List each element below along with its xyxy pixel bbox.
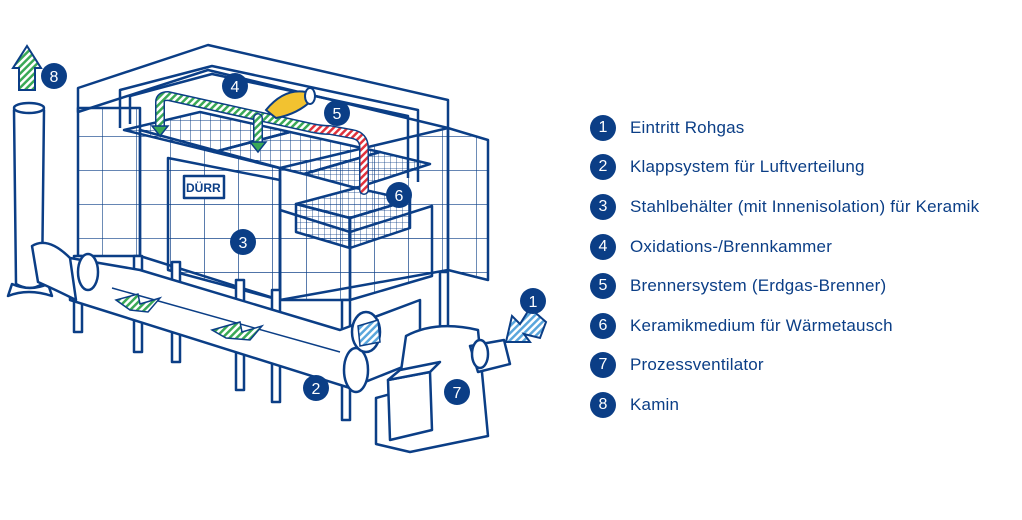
arrow-in-icon [504,306,548,343]
legend-label: Keramikmedium für Wärmetausch [630,315,893,335]
legend-label: Brennersystem (Erdgas-Brenner) [630,276,887,296]
svg-text:8: 8 [50,69,59,86]
badge-6: 6 [386,182,412,208]
badge-3: 3 [230,229,256,255]
oxidation-chamber [118,64,420,182]
legend-label: Eintritt Rohgas [630,117,745,137]
badge-7: 7 [444,379,470,405]
legend-label: Kamin [630,394,680,414]
chimney [6,101,78,302]
legend-item: 8 Kamin [590,385,1020,425]
durr-logo: DÜRR [186,180,221,195]
legend-label: Klappsystem für Luftverteilung [630,157,865,177]
legend-number: 5 [590,273,616,300]
legend-number: 4 [590,233,616,260]
legend-number: 2 [590,154,616,181]
legend-item: 7 Prozessventilator [590,346,1020,386]
legend-number: 3 [590,193,616,220]
burner-system [264,87,316,120]
arrow-up-icon [11,44,43,91]
badge-5: 5 [324,100,350,126]
legend-number: 1 [590,114,616,141]
legend-item: 3 Stahlbehälter (mit Innenisolation) für… [590,187,1020,227]
legend-item: 2 Klappsystem für Luftverteilung [590,148,1020,188]
legend-label: Oxidations-/Brennkammer [630,236,833,256]
steel-container [166,156,282,302]
process-fan [374,324,512,454]
legend-number: 8 [590,391,616,418]
rto-plant-diagram: DÜRR 1 2 3 4 5 6 7 8 [6,43,548,454]
legend-label: Prozessventilator [630,355,764,375]
svg-text:4: 4 [231,79,240,96]
badge-8: 8 [41,63,67,89]
legend: 1 Eintritt Rohgas 2 Klappsystem für Luft… [590,108,1020,425]
legend-item: 6 Keramikmedium für Wärmetausch [590,306,1020,346]
flow-arrows [114,125,381,347]
svg-text:7: 7 [453,385,462,402]
svg-text:3: 3 [239,235,248,252]
svg-text:6: 6 [395,188,404,205]
svg-text:2: 2 [312,381,321,398]
legend-number: 7 [590,352,616,379]
badge-1: 1 [520,288,546,314]
legend-item: 4 Oxidations-/Brennkammer [590,227,1020,267]
svg-text:5: 5 [333,106,342,123]
legend-number: 6 [590,312,616,339]
badge-2: 2 [303,375,329,401]
ceramic-medium [278,186,434,302]
legend-item: 1 Eintritt Rohgas [590,108,1020,148]
svg-text:1: 1 [529,294,538,311]
badge-4: 4 [222,73,248,99]
legend-label: Stahlbehälter (mit Innenisolation) für K… [630,196,980,216]
svg-text:DÜRR: DÜRR [186,180,221,195]
legend-item: 5 Brennersystem (Erdgas-Brenner) [590,266,1020,306]
gas-pipes [155,91,369,195]
